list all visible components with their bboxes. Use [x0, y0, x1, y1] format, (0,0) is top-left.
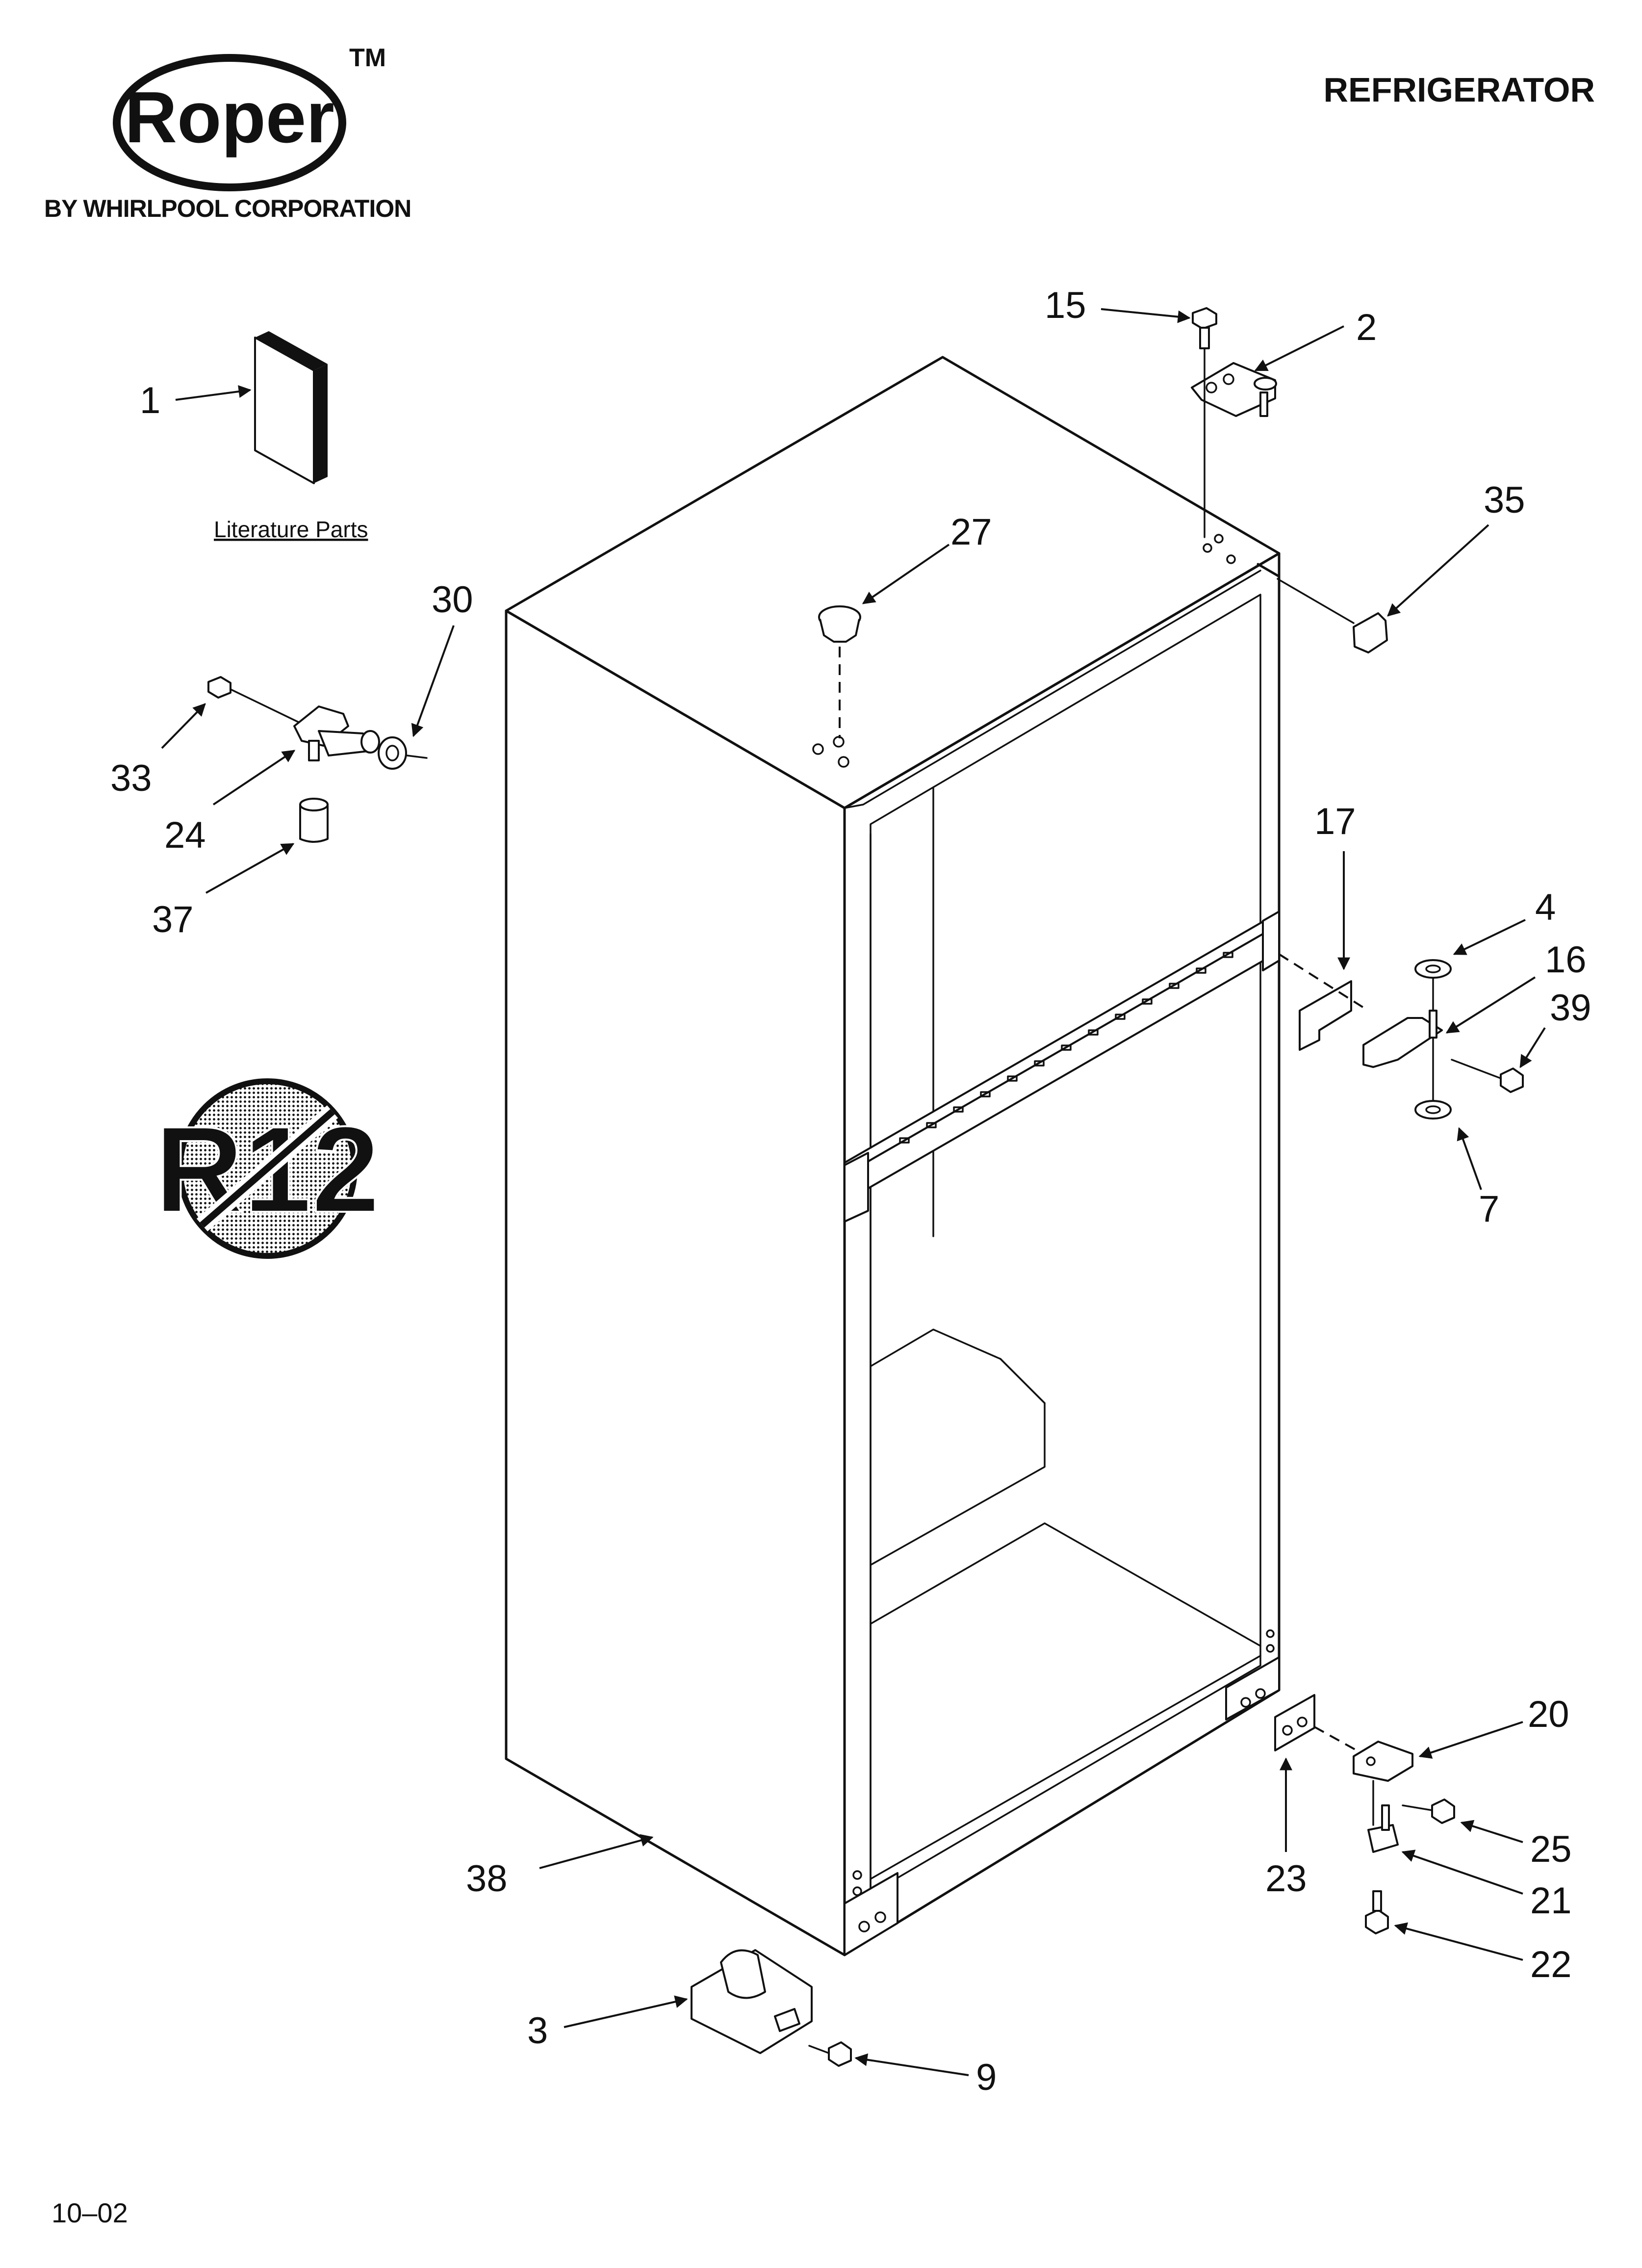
callout-37: 37	[152, 899, 194, 940]
callout-16: 16	[1545, 939, 1587, 981]
no-r12-badge: R12	[154, 1078, 381, 1259]
callout-7: 7	[1479, 1188, 1499, 1230]
callout-20: 20	[1528, 1694, 1569, 1735]
callout-38: 38	[466, 1858, 508, 1900]
callout-1: 1	[140, 380, 160, 421]
callout-33: 33	[110, 757, 152, 799]
door-stop-assembly	[207, 676, 428, 843]
callout-23: 23	[1265, 1858, 1307, 1900]
refrigerator-cabinet	[505, 356, 1281, 1956]
callout-15: 15	[1045, 285, 1086, 326]
page-title: REFRIGERATOR	[1323, 71, 1595, 109]
plug-part-27	[818, 605, 861, 738]
callout-30: 30	[432, 579, 473, 621]
revision-code: 10–02	[51, 2197, 128, 2228]
top-hinge-part-2	[1191, 347, 1277, 538]
mullion-rail	[844, 911, 1280, 1223]
middle-hinge-assembly	[1278, 953, 1524, 1120]
callout-4: 4	[1535, 886, 1556, 928]
roper-logo: Roper TM	[113, 44, 386, 191]
bottom-hinge-assembly	[1274, 1694, 1455, 1934]
screw-part-15	[1192, 307, 1217, 349]
trademark-mark: TM	[349, 44, 386, 72]
callouts: 1 2 3 4 7 9 15 16 17 20 21 22 23 24 25 2…	[110, 285, 1591, 2098]
brand-name: Roper	[125, 77, 334, 158]
leveling-leg-assembly	[691, 1949, 852, 2067]
hinge-cap-part-35	[1277, 578, 1388, 653]
callout-21: 21	[1530, 1880, 1572, 1922]
callout-17: 17	[1314, 801, 1356, 842]
brand-tagline: BY WHIRLPOOL CORPORATION	[44, 195, 411, 222]
literature-booklet	[254, 331, 328, 484]
callout-2: 2	[1356, 307, 1377, 348]
literature-label: Literature Parts	[214, 517, 368, 542]
callout-35: 35	[1484, 479, 1525, 521]
callout-27: 27	[950, 511, 992, 553]
callout-25: 25	[1530, 1828, 1572, 1870]
callout-9: 9	[976, 2057, 997, 2098]
callout-39: 39	[1550, 987, 1591, 1029]
callout-24: 24	[164, 814, 206, 856]
callout-3: 3	[527, 2010, 548, 2052]
callout-22: 22	[1530, 1944, 1572, 1985]
